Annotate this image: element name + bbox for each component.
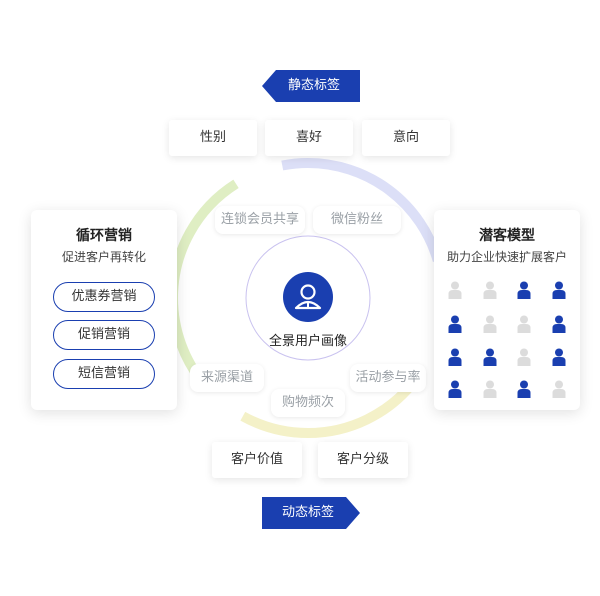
person-icon (448, 348, 462, 366)
person-icon (483, 281, 497, 299)
person-icon (448, 281, 462, 299)
coupon-marketing-button[interactable]: 优惠券营销 (53, 282, 155, 312)
person-icon (448, 315, 462, 333)
tag-wechat-fans: 微信粉丝 (313, 206, 401, 234)
person-icon (552, 281, 566, 299)
tag-customer-value: 客户价值 (212, 442, 302, 478)
sms-marketing-button[interactable]: 短信营销 (53, 359, 155, 389)
person-icon (483, 380, 497, 398)
tag-gender: 性别 (169, 120, 257, 156)
potential-customer-subtitle: 助力企业快速扩展客户 (446, 250, 567, 264)
potential-customer-title: 潜客模型 (479, 228, 535, 244)
person-icon (517, 380, 531, 398)
user-portrait-icon (283, 272, 333, 322)
center-label: 全景用户画像 (268, 334, 347, 349)
promotion-marketing-button[interactable]: 促销营销 (53, 320, 155, 350)
loop-marketing-title: 循环营销 (76, 228, 132, 244)
person-icon (483, 315, 497, 333)
person-icon (448, 380, 462, 398)
tag-preference: 喜好 (265, 120, 353, 156)
user-glyph-icon (294, 284, 322, 310)
person-grid (434, 210, 580, 410)
tag-customer-grade: 客户分级 (318, 442, 408, 478)
person-icon (517, 348, 531, 366)
loop-marketing-card: 循环营销 促进客户再转化 优惠券营销 促销营销 短信营销 (31, 210, 177, 410)
tag-intention: 意向 (362, 120, 450, 156)
tag-activity-participation: 活动参与率 (350, 364, 426, 392)
tag-source-channel: 来源渠道 (190, 364, 264, 392)
person-icon (517, 315, 531, 333)
person-icon (552, 315, 566, 333)
static-tag-flag: 静态标签 (262, 70, 360, 102)
ring-segment-blue (168, 158, 448, 438)
person-icon (552, 348, 566, 366)
tag-purchase-frequency: 购物频次 (271, 389, 345, 417)
ring-segment-yellow (168, 158, 448, 438)
tag-chain-member-share: 连锁会员共享 (215, 206, 305, 234)
potential-customer-card: 潜客模型 助力企业快速扩展客户 (434, 210, 580, 410)
person-icon (517, 281, 531, 299)
person-icon (483, 348, 497, 366)
loop-marketing-subtitle: 促进客户再转化 (61, 250, 146, 264)
person-icon (552, 380, 566, 398)
dynamic-tag-flag: 动态标签 (262, 497, 360, 529)
